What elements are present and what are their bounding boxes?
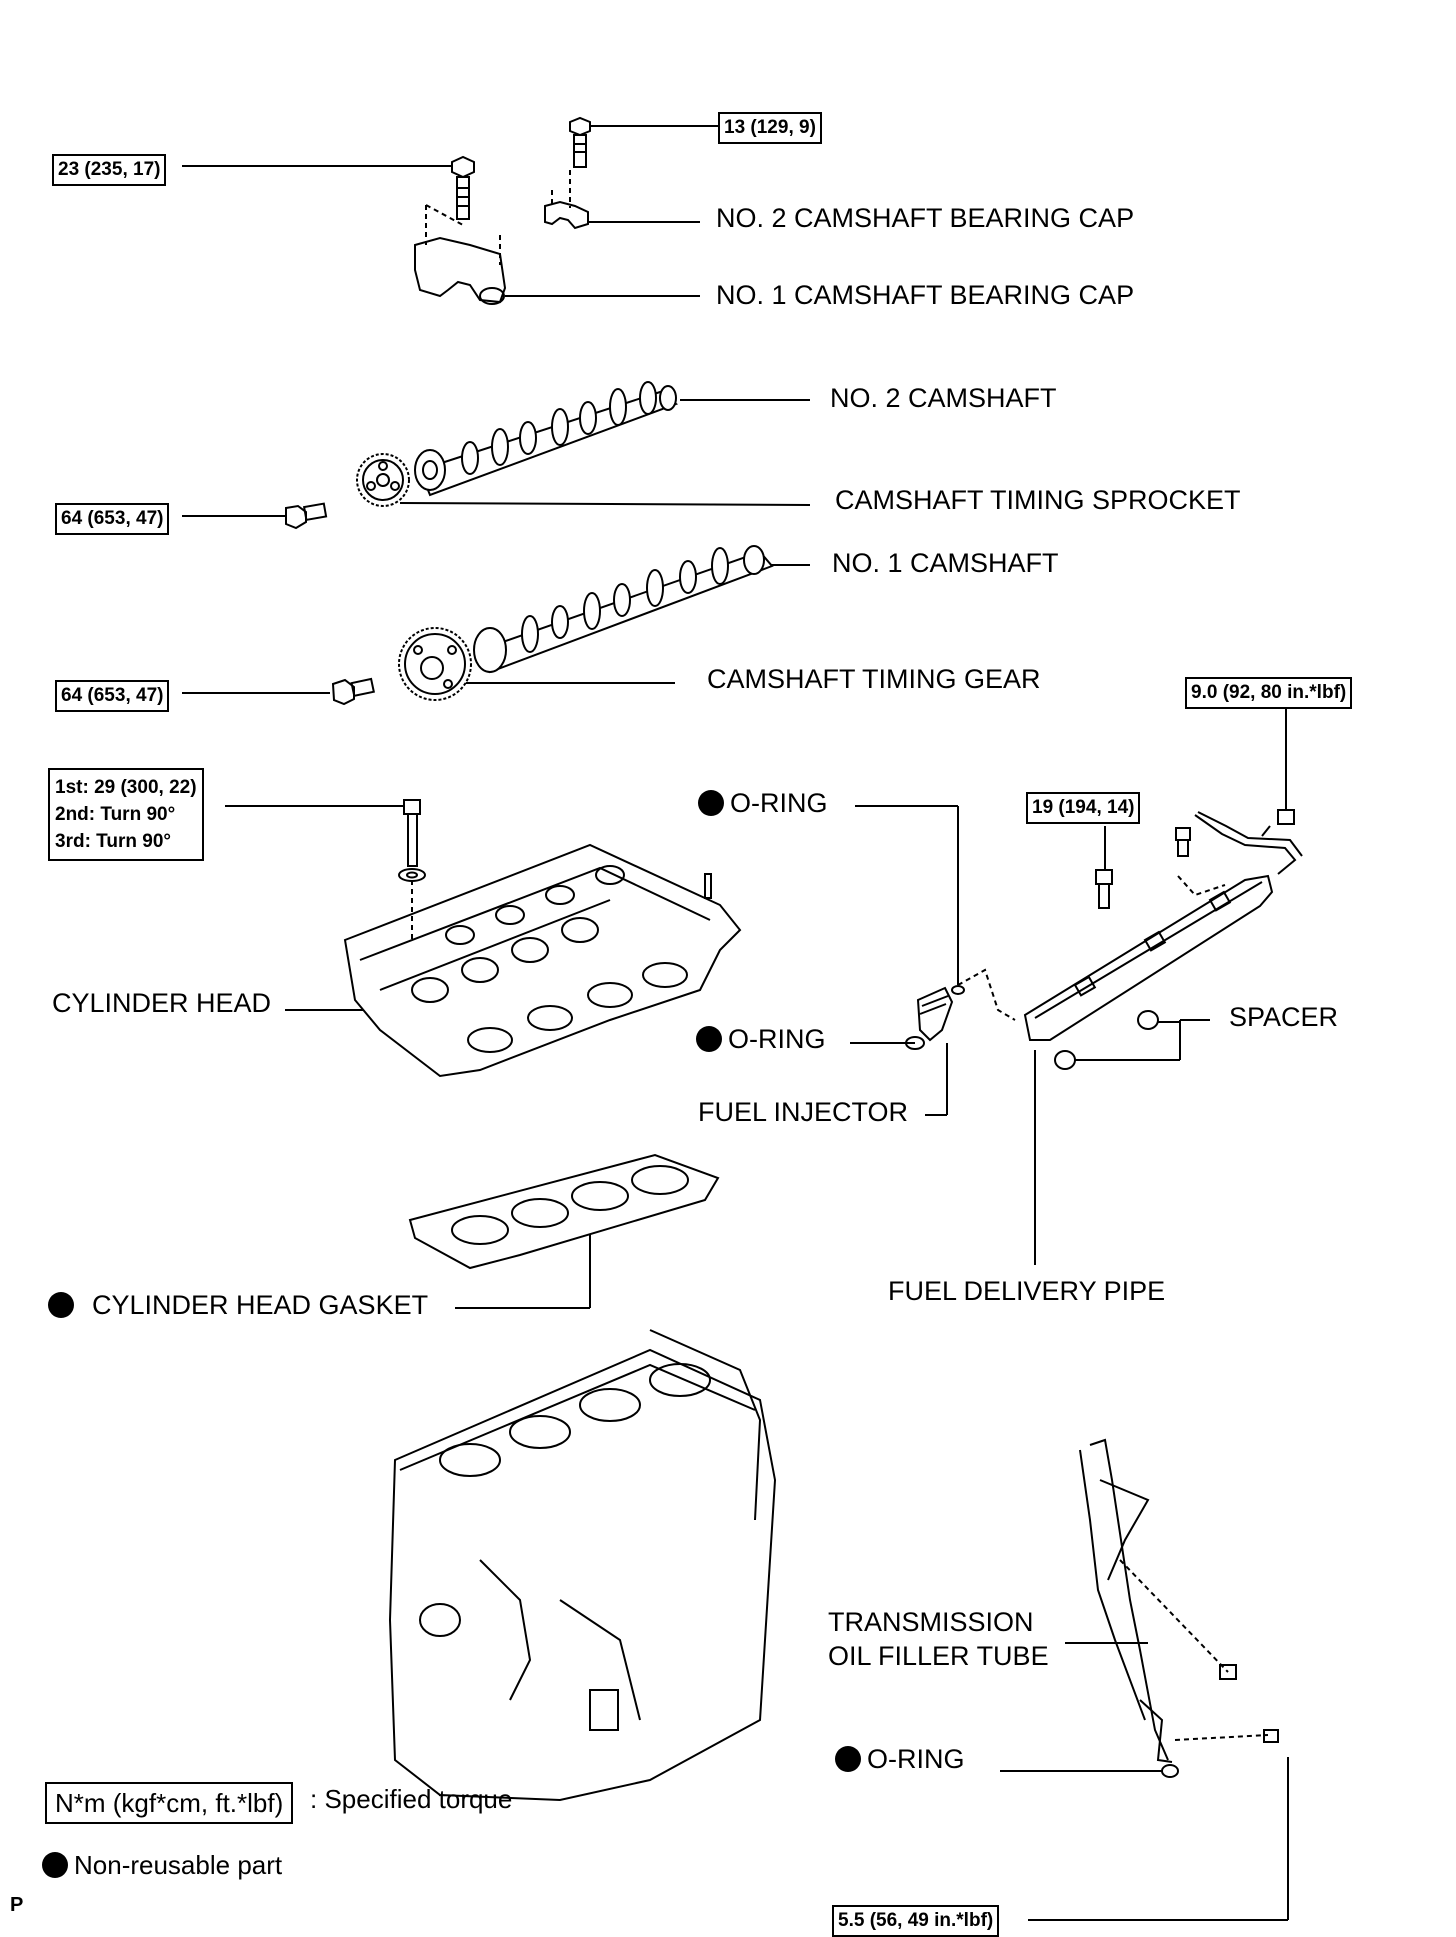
no1-camshaft xyxy=(473,545,774,674)
engine-block xyxy=(388,1329,777,1802)
label-no1-camshaft: NO. 1 CAMSHAFT xyxy=(832,548,1059,578)
no2-camshaft-bearing-cap xyxy=(544,170,589,230)
label-oring-mid: O-RING xyxy=(696,1024,826,1054)
label-spacer: SPACER xyxy=(1229,1002,1339,1032)
fuel-injector xyxy=(905,968,1016,1050)
torque-spec-cylinder-head-step3: 3rd: Turn 90° xyxy=(55,831,171,852)
legend-nonreusable: Non-reusable part xyxy=(42,1850,282,1880)
label-no2-camshaft-bearing-cap: NO. 2 CAMSHAFT BEARING CAP xyxy=(716,203,1135,233)
no2-camshaft xyxy=(414,381,679,497)
bolt-cylinder-head xyxy=(398,799,426,882)
bolt-gear xyxy=(331,677,375,706)
torque-spec-cap-no1-bolt: 23 (235, 17) xyxy=(52,154,167,186)
legend-torque-unit: N*m (kgf*cm, ft.*lbf) xyxy=(45,1782,294,1824)
nonreusable-dot-icon xyxy=(42,1852,68,1878)
torque-spec-cylinder-head-bolt: 1st: 29 (300, 22) 2nd: Turn 90° 3rd: Tur… xyxy=(48,768,204,861)
torque-spec-fuel-pipe-clamp-bolt: 9.0 (92, 80 in.*lbf) xyxy=(1185,677,1353,709)
label-oring-mid-text: O-RING xyxy=(728,1024,826,1054)
corner-mark: P xyxy=(10,1894,24,1916)
label-fuel-delivery-pipe: FUEL DELIVERY PIPE xyxy=(888,1276,1166,1306)
label-no1-camshaft-bearing-cap: NO. 1 CAMSHAFT BEARING CAP xyxy=(716,280,1135,310)
label-filler-tube-line2: OIL FILLER TUBE xyxy=(828,1641,1049,1671)
label-oring-bottom: O-RING xyxy=(835,1744,965,1774)
torque-spec-cylinder-head-step2: 2nd: Turn 90° xyxy=(55,804,176,825)
label-filler-tube-line1: TRANSMISSION xyxy=(828,1607,1034,1637)
bolt-fuel-pipe-clamp xyxy=(1261,809,1295,837)
torque-spec-sprocket-bolt: 64 (653, 47) xyxy=(55,503,170,535)
nonreusable-dot-icon xyxy=(835,1746,861,1772)
leader-lines xyxy=(182,125,1289,1921)
legend-nonreusable-text: Non-reusable part xyxy=(74,1850,283,1880)
nonreusable-dot-icon xyxy=(696,1026,722,1052)
bolt-sprocket xyxy=(285,502,328,530)
torque-spec-cylinder-head-step1: 1st: 29 (300, 22) xyxy=(55,777,197,798)
fuel-delivery-pipe xyxy=(1023,811,1303,1070)
label-camshaft-timing-sprocket: CAMSHAFT TIMING SPROCKET xyxy=(835,485,1241,515)
camshaft-timing-gear xyxy=(398,627,472,701)
label-oring-bottom-text: O-RING xyxy=(867,1744,965,1774)
label-cylinder-head: CYLINDER HEAD xyxy=(52,988,272,1018)
torque-spec-filler-tube-bolt: 5.5 (56, 49 in.*lbf) xyxy=(832,1905,1000,1937)
torque-spec-cap-no2-bolt: 13 (129, 9) xyxy=(718,112,822,144)
label-transmission-oil-filler-tube: TRANSMISSION OIL FILLER TUBE xyxy=(828,1605,1049,1673)
label-cylinder-head-gasket-text: CYLINDER HEAD GASKET xyxy=(92,1290,429,1320)
legend-torque-description: : Specified torque xyxy=(310,1784,513,1814)
torque-spec-delivery-pipe-bolt: 19 (194, 14) xyxy=(1026,792,1141,824)
torque-spec-gear-bolt: 64 (653, 47) xyxy=(55,680,170,712)
bolt-cap-no2 xyxy=(569,116,591,168)
camshaft-timing-sprocket xyxy=(356,453,410,507)
nonreusable-dot-icon xyxy=(698,790,724,816)
nonreusable-dot-icon xyxy=(48,1292,74,1318)
bolt-cap-no1 xyxy=(451,155,475,220)
label-cylinder-head-gasket: CYLINDER HEAD GASKET xyxy=(48,1290,428,1320)
label-oring-top-text: O-RING xyxy=(730,788,828,818)
label-oring-top: O-RING xyxy=(698,788,828,818)
cylinder-head xyxy=(343,843,742,1078)
transmission-oil-filler-tube xyxy=(1079,1438,1269,1778)
bolt-filler-tube xyxy=(1219,1664,1279,1743)
label-fuel-injector: FUEL INJECTOR xyxy=(698,1097,909,1127)
label-camshaft-timing-gear: CAMSHAFT TIMING GEAR xyxy=(707,664,1041,694)
cylinder-head-gasket xyxy=(408,1153,720,1270)
no1-camshaft-bearing-cap xyxy=(414,204,507,305)
label-no2-camshaft: NO. 2 CAMSHAFT xyxy=(830,383,1057,413)
bolt-delivery-pipe xyxy=(1095,827,1191,909)
